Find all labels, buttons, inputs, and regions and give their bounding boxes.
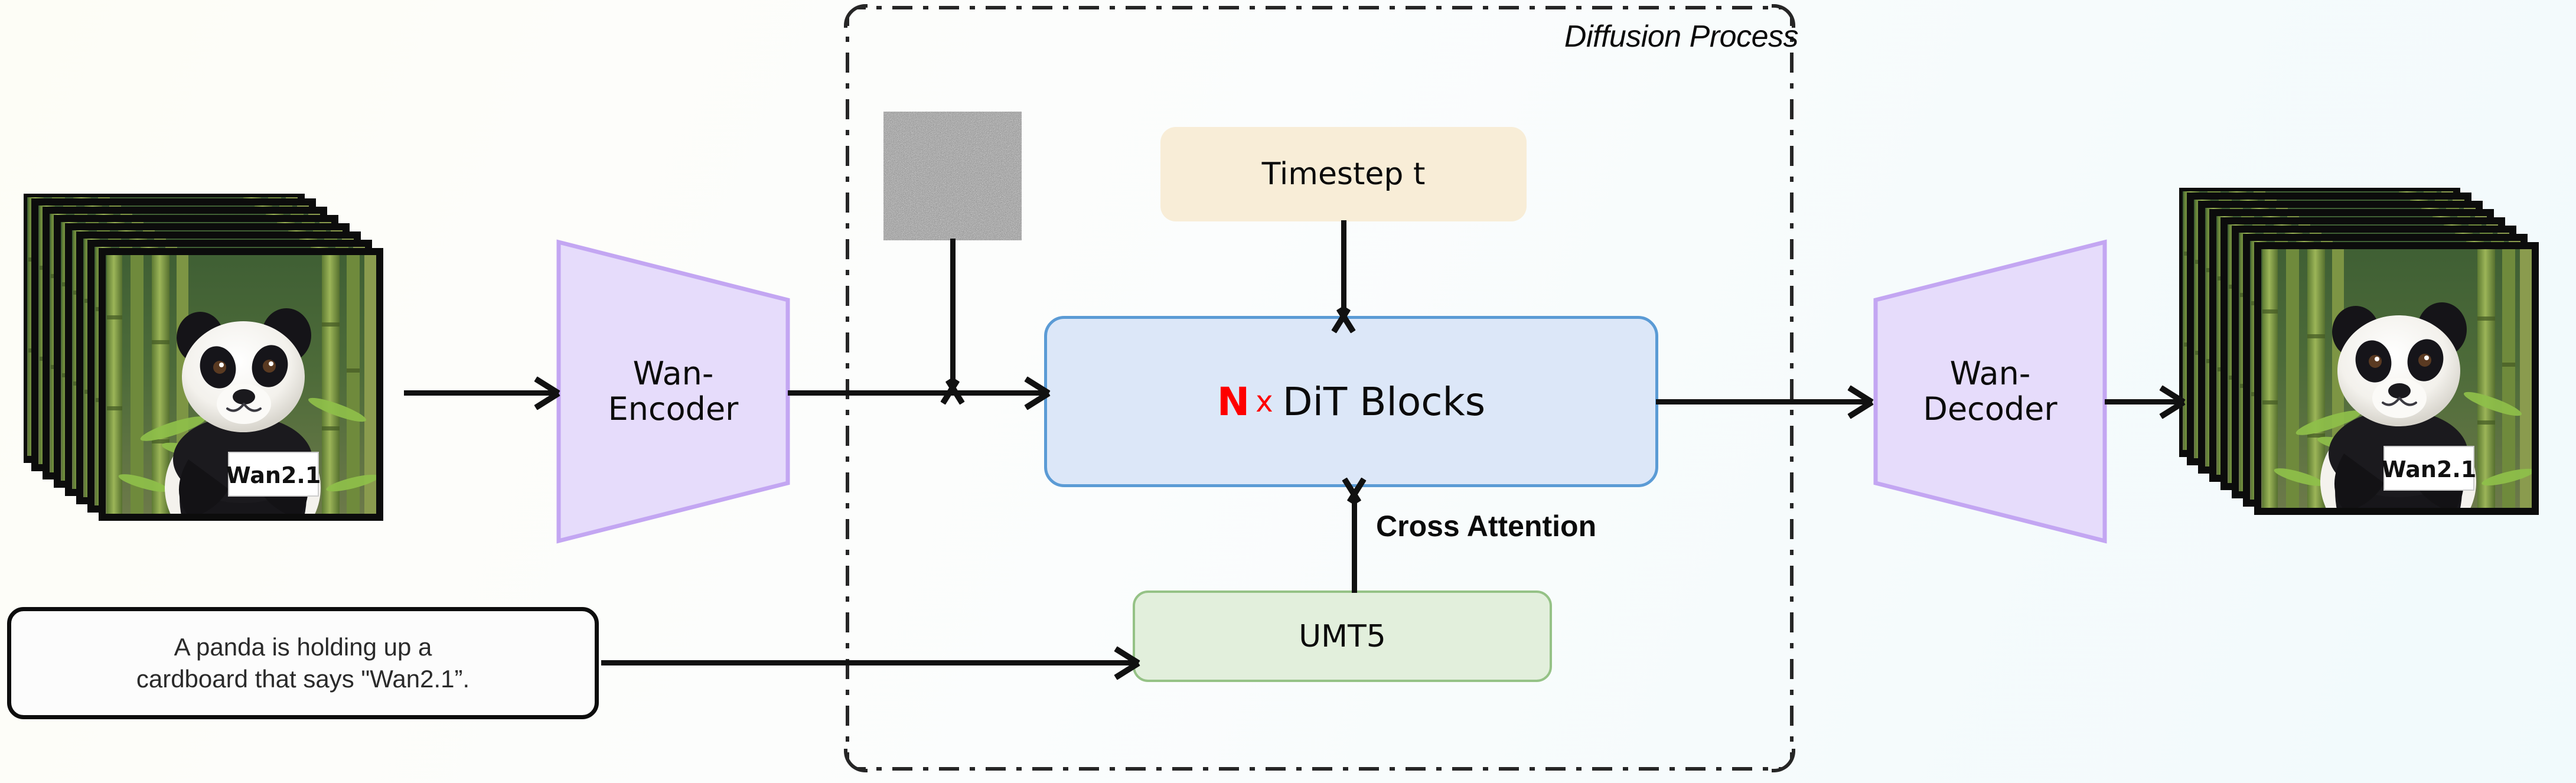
timestep-block[interactable]: Timestep t [1160,127,1527,221]
cross-attention-label: Cross Attention [1376,510,1597,543]
edge-noise-to-latent [950,239,956,391]
prompt-textbox[interactable]: A panda is holding up a cardboard that s… [7,607,599,719]
input-video-stack: Wan2.1 [24,194,402,560]
timestep-label: Timestep t [1261,156,1426,192]
umt5-label: UMT5 [1299,618,1386,654]
dit-count-label: N [1217,379,1250,425]
dashed-corner-bottom-left [844,749,868,772]
encoder-label-line1: Wan- [632,354,714,392]
dit-label: DiT Blocks [1282,379,1486,425]
prompt-line-2: cardboard that says "Wan2.1”. [136,665,470,693]
dit-blocks-block[interactable]: N x DiT Blocks [1044,316,1658,487]
wan-decoder-block[interactable]: Wan- Decoder [1872,239,2108,544]
umt5-text-encoder-block[interactable]: UMT5 [1133,590,1552,682]
dit-multiply-icon: x [1256,384,1273,419]
edge-encoder-to-dit [788,390,1046,396]
edge-dit-to-decoder [1656,399,1870,404]
edge-decoder-to-video [2105,399,2182,404]
output-video-frames [2179,188,2557,554]
wan-encoder-block[interactable]: Wan- Encoder [555,239,791,544]
gaussian-noise-icon [883,112,1022,240]
prompt-line-1: A panda is holding up a [174,633,432,661]
output-video-stack [2179,188,2557,554]
input-video-frames: Wan2.1 [24,194,402,560]
noise-latent-patch [883,112,1022,240]
diffusion-process-title: Diffusion Process [1564,19,1799,54]
encoder-trapezoid-shape [556,239,790,544]
decoder-label-line1: Wan- [1949,354,2031,392]
encoder-label-line2: Encoder [608,390,739,428]
edge-video-to-encoder [404,390,556,396]
edge-timestep-to-dit [1341,220,1346,319]
decoder-trapezoid-shape [1873,239,2107,544]
dashed-corner-top-left [844,4,868,28]
edge-prompt-to-umt5 [601,660,1136,665]
edge-umt5-to-dit [1352,491,1357,593]
decoder-label-line2: Decoder [1923,390,2057,428]
dashed-corner-bottom-right [1772,749,1795,772]
